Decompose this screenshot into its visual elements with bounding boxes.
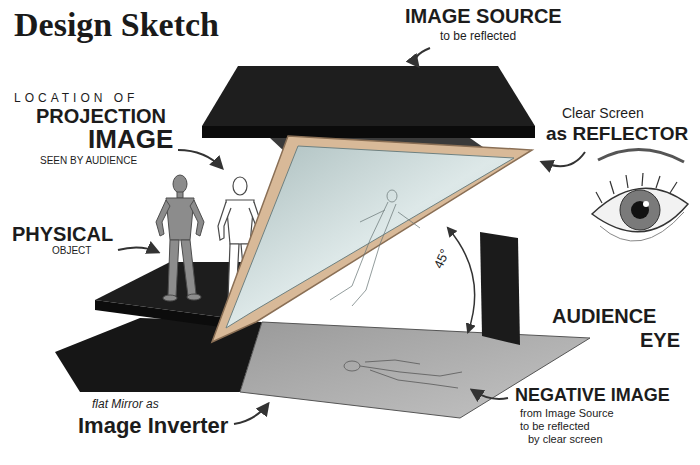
callout-label: PHYSICAL xyxy=(12,224,113,245)
audience-eye xyxy=(592,149,688,241)
callout-label: from Image Source xyxy=(520,408,614,420)
callout-label: AUDIENCE xyxy=(552,306,656,327)
callout-label: LOCATION OF xyxy=(14,92,138,105)
platform-edge xyxy=(95,300,228,328)
callout-label: SEEN BY AUDIENCE xyxy=(40,156,137,167)
slab-edge xyxy=(202,126,535,138)
callout-label: to be reflected xyxy=(520,421,590,433)
callout-label: PROJECTION xyxy=(36,106,166,127)
callout-label: Clear Screen xyxy=(562,106,644,121)
callout-arrow xyxy=(234,404,268,424)
callout-label: 45° xyxy=(431,247,452,271)
callout-arrow xyxy=(178,150,222,168)
callout-arrow xyxy=(542,152,585,166)
callout-label: IMAGE SOURCE xyxy=(405,6,562,27)
callout-arrows xyxy=(118,48,585,424)
callout-label: EYE xyxy=(640,330,680,351)
callout-label: Image Inverter xyxy=(78,414,228,437)
image-source-slab xyxy=(202,66,535,126)
callout-arrow xyxy=(118,247,158,252)
reflected-figure-sketch xyxy=(330,190,420,306)
callout-label: NEGATIVE IMAGE xyxy=(515,386,670,405)
diagram-title: Design Sketch xyxy=(14,6,219,44)
clear-screen xyxy=(226,146,514,328)
angle-arc xyxy=(448,228,475,332)
callout-label: OBJECT xyxy=(52,246,91,257)
physical-figure xyxy=(156,175,204,301)
callout-label: as REFLECTOR xyxy=(546,124,688,144)
rear-wall xyxy=(480,232,520,345)
negative-image-sketch xyxy=(344,360,462,388)
callout-label: by clear screen xyxy=(528,434,603,446)
callout-arrow xyxy=(416,48,430,66)
callout-arrow xyxy=(472,390,508,399)
callout-label: IMAGE xyxy=(88,126,173,153)
screen-frame xyxy=(212,136,532,342)
callout-label: to be reflected xyxy=(440,30,516,43)
callout-label: flat Mirror as xyxy=(92,398,159,411)
